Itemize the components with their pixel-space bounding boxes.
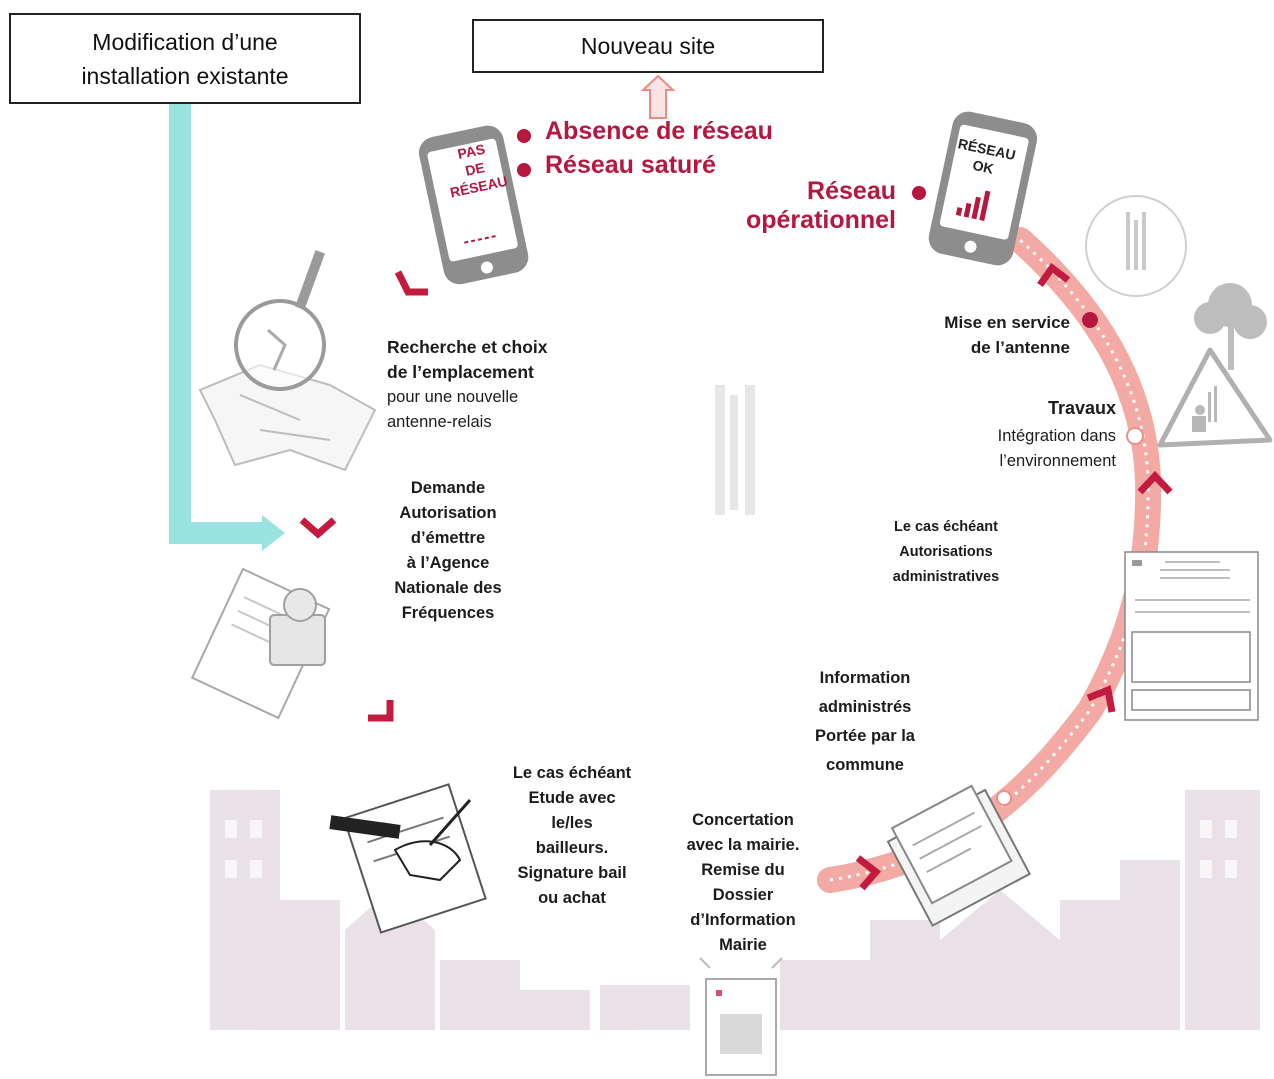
step-concertation: Concertation avec la mairie. Remise du D… (686, 811, 800, 954)
phone-network-ok-icon: RÉSEAU OK (928, 108, 1038, 268)
status-absence: Absence de réseau (545, 117, 773, 145)
bullet-absence (517, 129, 531, 143)
modification-label: Modification d’une installation existant… (81, 28, 289, 89)
step-mise-en-service: Mise en service de l’antenne (944, 313, 1070, 357)
status-operationnel: Réseau opérationnel (745, 177, 896, 234)
bullet-operationnel (912, 186, 926, 200)
phone-no-network-icon: PAS DE RÉSEAU (418, 122, 529, 285)
nouveau-site-box: Nouveau site (472, 19, 824, 73)
step-recherche-sub: pour une nouvelle antenne-relais (387, 388, 519, 431)
step-travaux-title: Travaux (1047, 398, 1116, 418)
step-demande: Demande Autorisation d’émettre à l’Agenc… (394, 479, 502, 622)
step-recherche-title: Recherche et choix de l’emplacement (387, 337, 548, 382)
step-bailleurs: Le cas échéant Etude avec le/les bailleu… (512, 764, 632, 907)
modification-box: Modification d’une installation existant… (9, 13, 361, 104)
step-autorisations: Le cas échéant Autorisations administrat… (892, 519, 1000, 585)
bullet-sature (517, 163, 531, 177)
status-sature: Réseau saturé (545, 151, 716, 179)
step-information: Information administrés Portée par la co… (815, 669, 915, 774)
step-travaux-sub: Intégration dans l’environnement (997, 427, 1116, 470)
nouveau-site-label: Nouveau site (580, 33, 716, 59)
